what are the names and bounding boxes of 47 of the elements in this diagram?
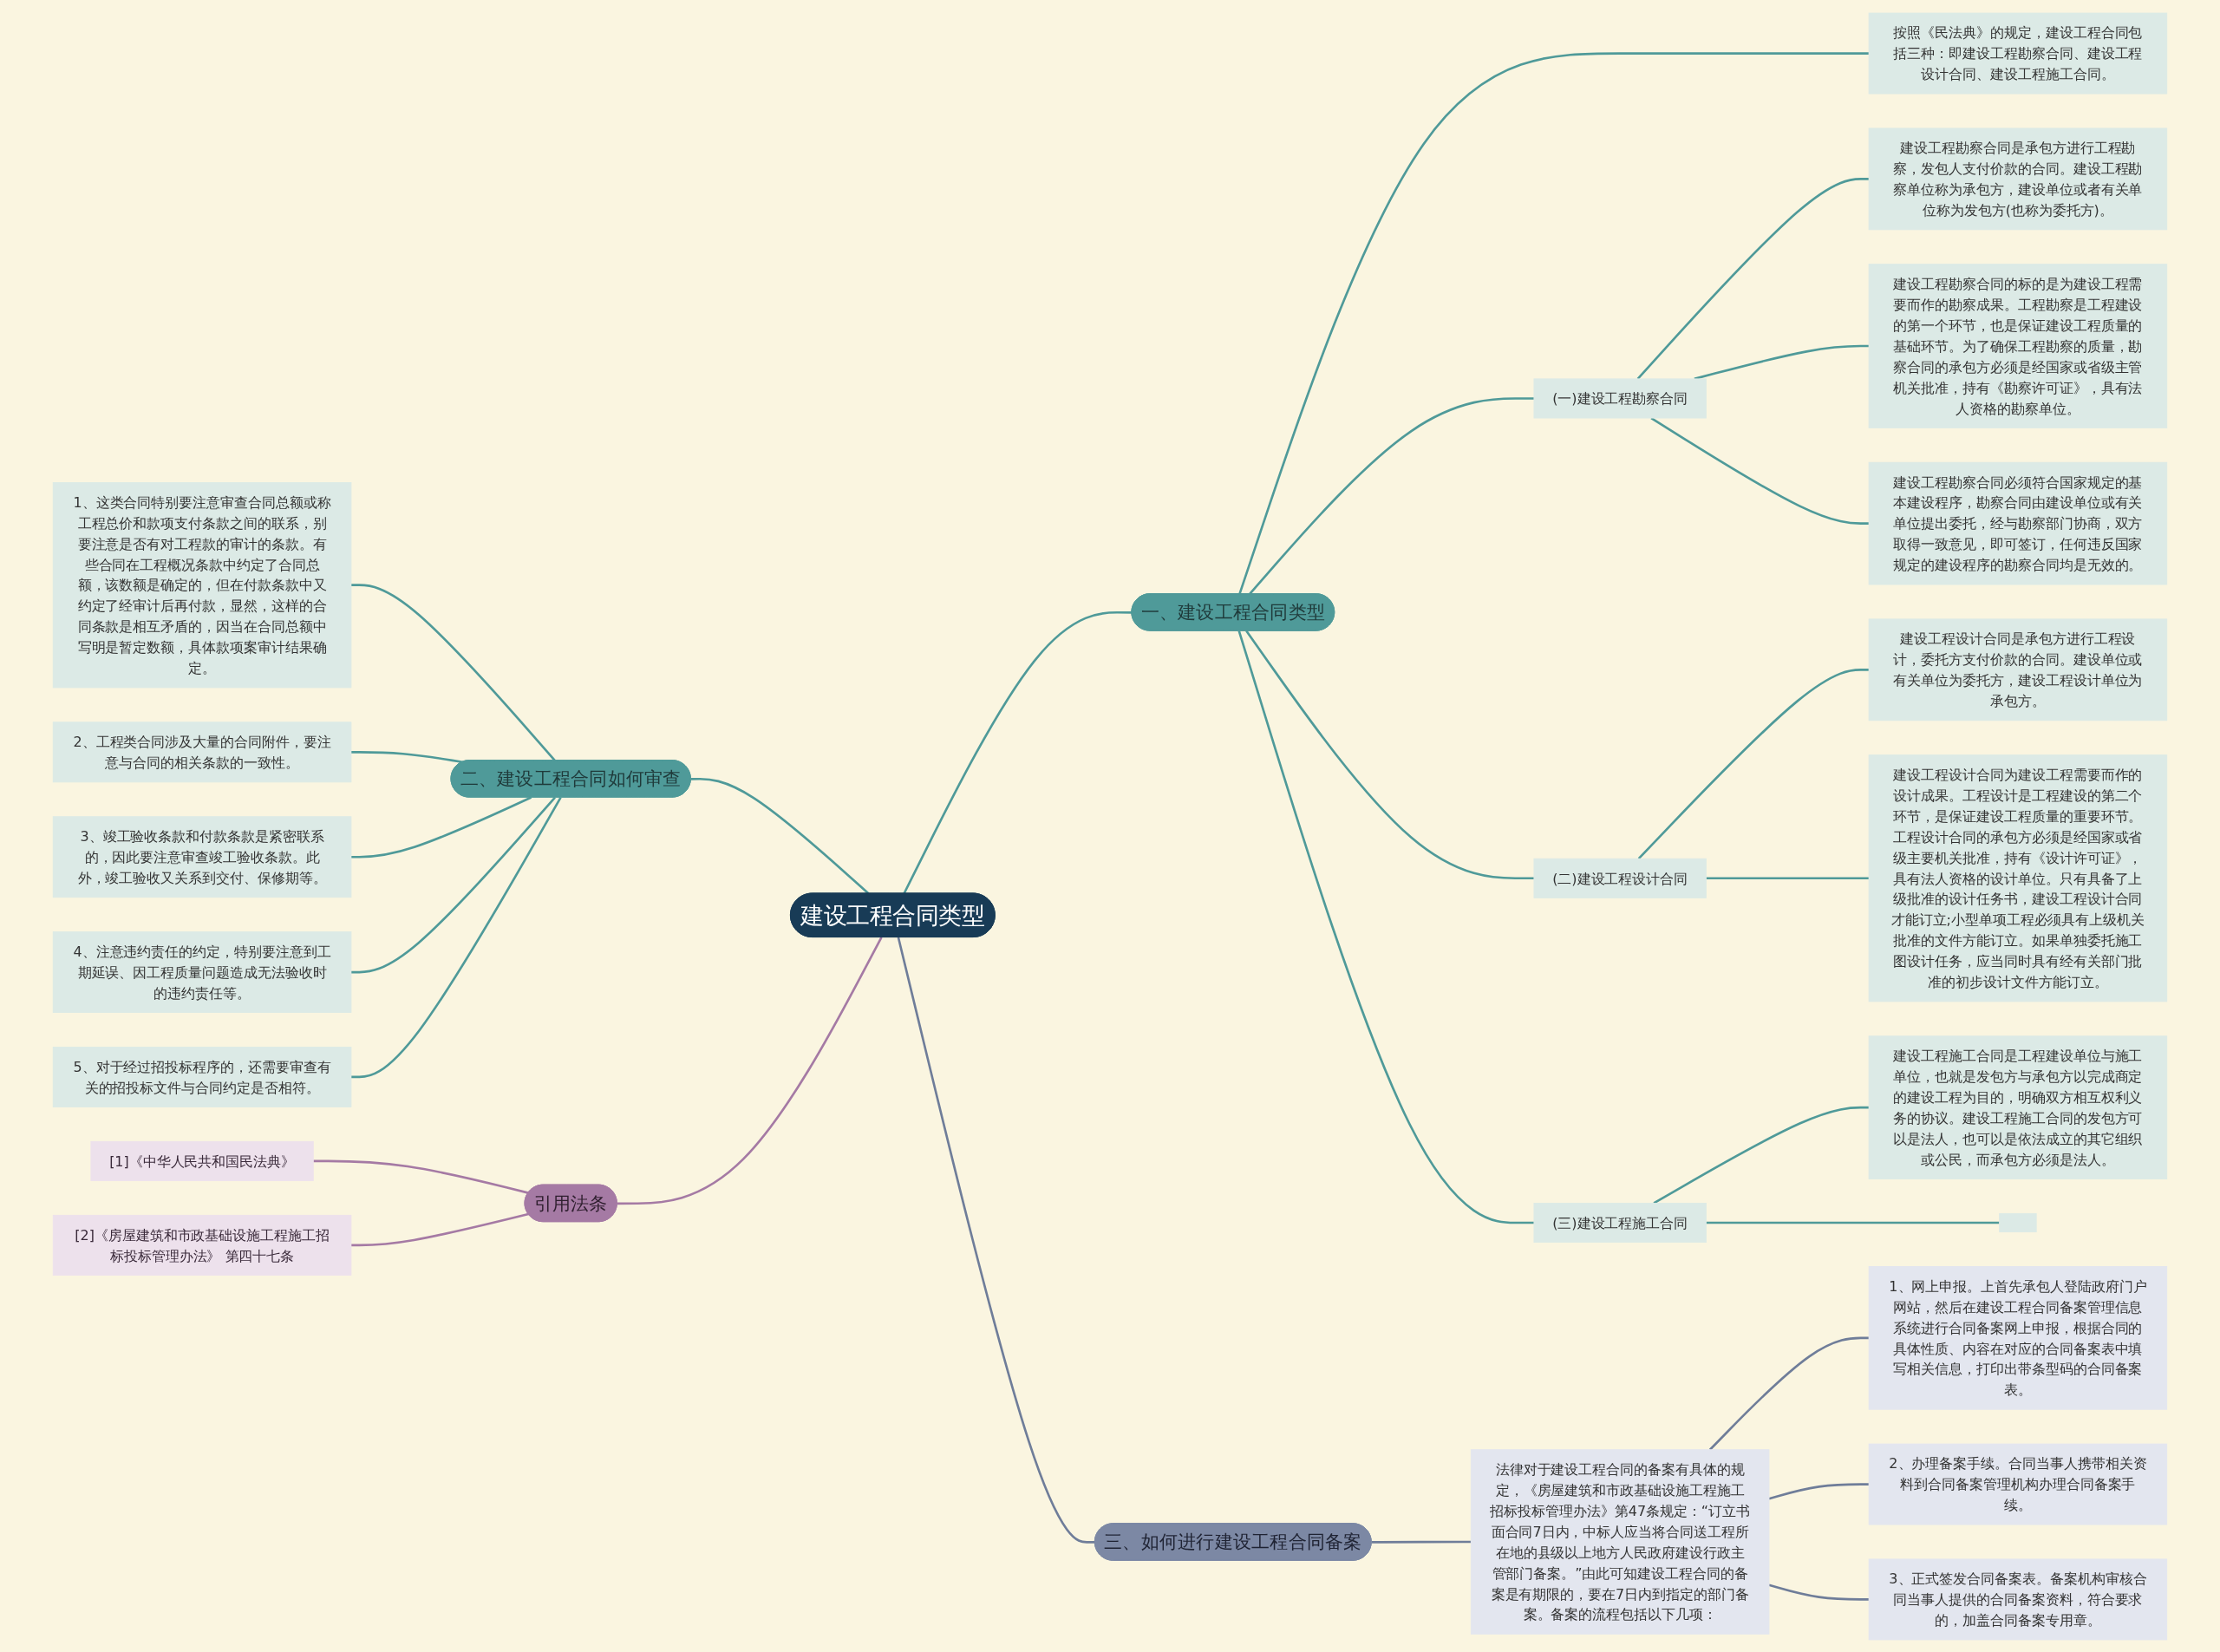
connector xyxy=(1706,876,1870,879)
node-box: 法律对于建设工程合同的备案有具体的规定，《房屋建筑和市政基础设施工程施工招标投标管理办法》第47条规定：“订立书面合同7日内，中标人应当将合同送工程所在地的县级以上地方人民政府建设行政主管部门备案。”由此可知建设工程合同的备案是有期限的，要在7日内到指定的部门备案。备案的流程包括以下几项： xyxy=(1470,1448,1770,1635)
node-box: [2]《房屋建筑和市政基础设施工程施工招标投标管理办法》 第四十七条 xyxy=(52,1214,352,1276)
node-box: 1、网上申报。上首先承包人登陆政府门户网站，然后在建设工程合同备案管理信息系统进行合同备案网上申报，根据合同的具体性质、内容在对应的合同备案表中填写相关信息，打印出带条型码的合同备案表。 xyxy=(1868,1265,2168,1410)
connector xyxy=(313,1159,529,1194)
connector xyxy=(350,583,556,761)
node-box: 按照《民法典》的规定，建设工程合同包括三种：即建设工程勘察合同、建设工程设计合同、建设工程施工合同。 xyxy=(1868,12,2168,95)
connector xyxy=(350,1212,529,1246)
connector xyxy=(1248,396,1534,595)
connector xyxy=(1238,51,1870,594)
connector xyxy=(350,750,463,763)
node-box: (一)建设工程勘察合同 xyxy=(1533,377,1707,418)
connector xyxy=(1768,1482,1870,1499)
connector xyxy=(903,611,1133,894)
node-box: 1、这类合同特别要注意审查合同总额或称工程总价和款项支付条款之间的联系，别要注意是否有对工程款的审计的条款。有些合同在工程概况条款中约定了合同总额，该数额是确定的，但在付款条款中又约定了经审计后再付款，显然，这样的合同条款是相互矛盾的，因当在合同总额中写明是暂定数额，具体款项案审计结果确定。 xyxy=(52,481,352,688)
connector xyxy=(1637,668,1870,859)
node-box: (二)建设工程设计合同 xyxy=(1533,858,1707,898)
node-box: 2、工程类合同涉及大量的合同附件，要注意与合同的相关条款的一致性。 xyxy=(52,721,352,782)
node-box: 5、对于经过招投标程序的，还需要审查有关的招投标文件与合同约定是否相符。 xyxy=(52,1046,352,1107)
connector xyxy=(690,777,870,894)
node-box: [1]《中华人民共和国民法典》 xyxy=(90,1140,314,1181)
node-box: 建设工程施工合同是工程建设单位与施工单位，也就是发包方与承包方以完成商定的建设工程为目的，明确双方相互权利义务的协议。建设工程施工合同的发包方可以是法人，也可以是依法成立的其它组织或公民，而承包方必须是法人。 xyxy=(1868,1035,2168,1179)
connector xyxy=(350,796,556,973)
node-box: 建设工程勘察合同是承包方进行工程勘察，发包人支付价款的合同。建设工程勘察单位称为承包方，建设单位或者有关单位称为发包方(也称为委托方)。 xyxy=(1868,127,2168,230)
node-box: 3、竣工验收条款和付款条款是紧密联系的，因此要注意审查竣工验收条款。此外，竣工验收又关系到交付、保修期等。 xyxy=(52,815,352,898)
node-box: 2、办理备案手续。合同当事人携带相关资料到合同备案管理机构办理合同备案手续。 xyxy=(1868,1443,2168,1525)
connector xyxy=(350,795,532,859)
connector xyxy=(1371,1540,1472,1544)
connector xyxy=(1768,1583,1870,1601)
connector xyxy=(897,937,1095,1544)
node-box: 建设工程勘察合同必须符合国家规定的基本建设程序，勘察合同由建设单位或有关单位提出委托，经与勘察部门协商，双方取得一致意见，即可签订，任何违反国家规定的建设程序的勘察合同均是无效的。 xyxy=(1868,461,2168,584)
connector xyxy=(1650,416,1870,525)
node-box xyxy=(1999,1212,2037,1232)
connector xyxy=(1237,630,1534,1224)
node-box: 3、正式签发合同备案表。备案机构审核合同当事人提供的合同备案资料，符合要求的，加盖合同备案专用章。 xyxy=(1868,1557,2168,1640)
connector xyxy=(1706,1221,2000,1224)
node-box: 建设工程设计合同为建设工程需要而作的设计成果。工程设计是工程建设的第二个环节，是保证建设工程质量的重要环节。工程设计合同的承包方必须是经国家或省级主要机关批准，持有《设计许可证》，具有法人资格的设计单位。只有具备了上级批准的设计任务书，建设工程设计合同才能订立;小型单项工程必须具有上级机关批准的文件方能订立。如果单独委托施工图设计任务，应当同时具有经有关部门批准的初步设计文件方能订立。 xyxy=(1868,754,2168,1002)
connector xyxy=(617,936,883,1205)
connector xyxy=(350,796,562,1078)
node-box: 建设工程勘察合同的标的是为建设工程需要而作的勘察成果。工程勘察是工程建设的第一个环节，也是保证建设工程质量的基础环节。为了确保工程勘察的质量，勘察合同的承包方必须是经国家或省级主管机关批准，持有《勘察许可证》，具有法人资格的勘察单位。 xyxy=(1868,263,2168,428)
connector xyxy=(1636,177,1870,380)
node-box: (三)建设工程施工合同 xyxy=(1533,1202,1707,1243)
node-box: 4、注意违约责任的约定，特别要注意到工期延误、因工程质量问题造成无法验收时的违约责任等。 xyxy=(52,930,352,1013)
node-box: 建设工程设计合同是承包方进行工程设计，委托方支付价款的合同。建设单位或有关单位为委托方，建设工程设计单位为承包方。 xyxy=(1868,617,2168,721)
connector xyxy=(1694,344,1870,380)
connector xyxy=(1245,630,1534,879)
connector xyxy=(1708,1336,1870,1451)
